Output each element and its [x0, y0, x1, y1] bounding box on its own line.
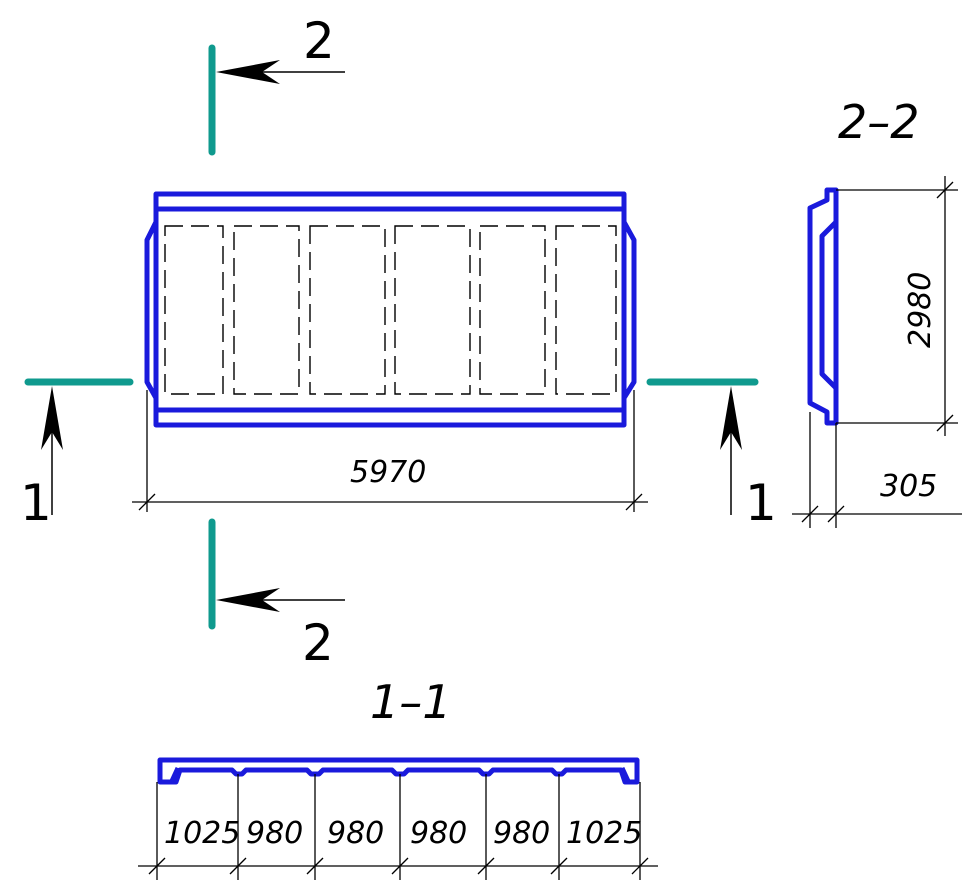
segment-dimension-label: 980 [493, 816, 550, 851]
section-2-2-title: 2–2 [838, 95, 920, 149]
panel-front-view [144, 191, 637, 428]
dimension-length: 5970 [132, 390, 648, 512]
hidden-cells [164, 225, 617, 395]
cut-marker-1-left: 1 [20, 378, 134, 532]
cut-label-1-right: 1 [745, 474, 777, 532]
dimension-segments: 1025 980 980 980 980 1025 [138, 774, 658, 880]
section-2-2-profile [807, 187, 839, 426]
segment-dimension-label: 980 [246, 816, 303, 851]
cut-label-1-left: 1 [20, 474, 52, 532]
dimension-thickness: 305 [792, 412, 962, 528]
section-1-1-title: 1–1 [370, 675, 452, 729]
cut-marker-2-top: 2 [208, 12, 345, 156]
cut-marker-1-right: 1 [646, 378, 777, 532]
cut-label-2-top: 2 [303, 12, 335, 70]
dimension-height-label: 2980 [903, 272, 938, 348]
section-1-1-profile [157, 757, 640, 785]
segment-dimension-label: 980 [410, 816, 467, 851]
segment-dimension-label: 1025 [566, 816, 642, 851]
cut-marker-2-bottom: 2 [208, 518, 345, 672]
dimension-length-label: 5970 [350, 455, 426, 490]
dimension-thickness-label: 305 [880, 469, 937, 504]
cut-label-2-bottom: 2 [302, 614, 334, 672]
dimension-height: 2980 [836, 176, 958, 436]
segment-dimension-label: 980 [327, 816, 384, 851]
segment-dimension-label: 1025 [164, 816, 240, 851]
